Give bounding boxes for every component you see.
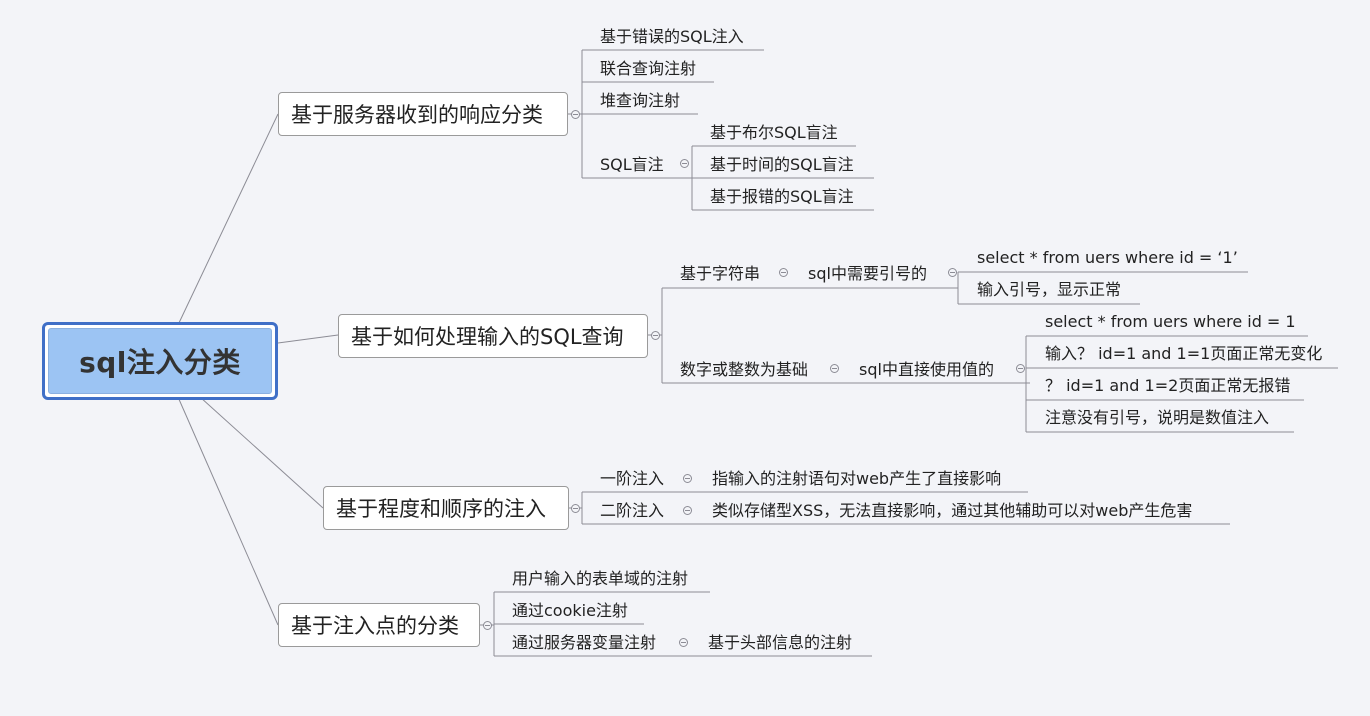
topic-form-injection[interactable]: 用户输入的表单域的注射 [512, 569, 689, 588]
topic-cookie-injection[interactable]: 通过cookie注射 [512, 601, 628, 620]
topic-time-blind[interactable]: 基于时间的SQL盲注 [710, 155, 854, 174]
branch-degree-order[interactable]: 基于程度和顺序的注入 [323, 486, 569, 530]
topic-error-based[interactable]: 基于错误的SQL注入 [600, 27, 744, 46]
collapse-icon[interactable] [571, 504, 580, 513]
branch-label: 基于如何处理输入的SQL查询 [351, 325, 624, 349]
topic-quote-normal[interactable]: 输入引号，显示正常 [977, 280, 1122, 299]
topic-needs-quotes[interactable]: sql中需要引号的 [808, 264, 927, 283]
topic-string-based[interactable]: 基于字符串 [680, 264, 761, 283]
topic-blind-sqli[interactable]: SQL盲注 [600, 155, 664, 174]
topic-boolean-blind[interactable]: 基于布尔SQL盲注 [710, 123, 838, 142]
collapse-icon[interactable] [779, 268, 788, 277]
topic-server-var-injection[interactable]: 通过服务器变量注射 [512, 633, 657, 652]
topic-second-order[interactable]: 二阶注入 [600, 501, 665, 520]
collapse-icon[interactable] [680, 159, 689, 168]
collapse-icon[interactable] [948, 268, 957, 277]
topic-first-order-desc[interactable]: 指输入的注射语句对web产生了直接影响 [712, 469, 1002, 488]
branch-input-handling[interactable]: 基于如何处理输入的SQL查询 [338, 314, 648, 358]
collapse-icon[interactable] [679, 638, 688, 647]
topic-union-query[interactable]: 联合查询注射 [600, 59, 697, 78]
topic-string-query[interactable]: select * from uers where id = ‘1’ [977, 248, 1238, 267]
root-topic-label: sql注入分类 [48, 328, 272, 394]
collapse-icon[interactable] [683, 506, 692, 515]
branch-injection-point[interactable]: 基于注入点的分类 [278, 603, 480, 647]
branch-label: 基于服务器收到的响应分类 [291, 103, 543, 127]
collapse-icon[interactable] [483, 621, 492, 630]
root-topic[interactable]: sql注入分类 [42, 322, 278, 400]
topic-direct-value[interactable]: sql中直接使用值的 [859, 360, 994, 379]
collapse-icon[interactable] [1016, 364, 1025, 373]
topic-error-blind[interactable]: 基于报错的SQL盲注 [710, 187, 854, 206]
topic-and-true[interactable]: 输入？ id=1 and 1=1页面正常无变化 [1045, 344, 1323, 363]
topic-header-injection[interactable]: 基于头部信息的注射 [708, 633, 853, 652]
branch-label: 基于注入点的分类 [291, 614, 459, 638]
topic-numeric-query[interactable]: select * from uers where id = 1 [1045, 312, 1296, 331]
topic-numeric-based[interactable]: 数字或整数为基础 [680, 360, 809, 379]
branch-label: 基于程度和顺序的注入 [336, 497, 546, 521]
collapse-icon[interactable] [651, 331, 660, 340]
topic-second-order-desc[interactable]: 类似存储型XSS，无法直接影响，通过其他辅助可以对web产生危害 [712, 501, 1193, 520]
topic-first-order[interactable]: 一阶注入 [600, 469, 665, 488]
topic-no-quotes-note[interactable]: 注意没有引号，说明是数值注入 [1045, 408, 1270, 427]
topic-and-false[interactable]: ？ id=1 and 1=2页面正常无报错 [1045, 376, 1291, 395]
branch-server-response[interactable]: 基于服务器收到的响应分类 [278, 92, 568, 136]
collapse-icon[interactable] [830, 364, 839, 373]
collapse-icon[interactable] [683, 474, 692, 483]
topic-stacked-query[interactable]: 堆查询注射 [600, 91, 681, 110]
collapse-icon[interactable] [571, 110, 580, 119]
